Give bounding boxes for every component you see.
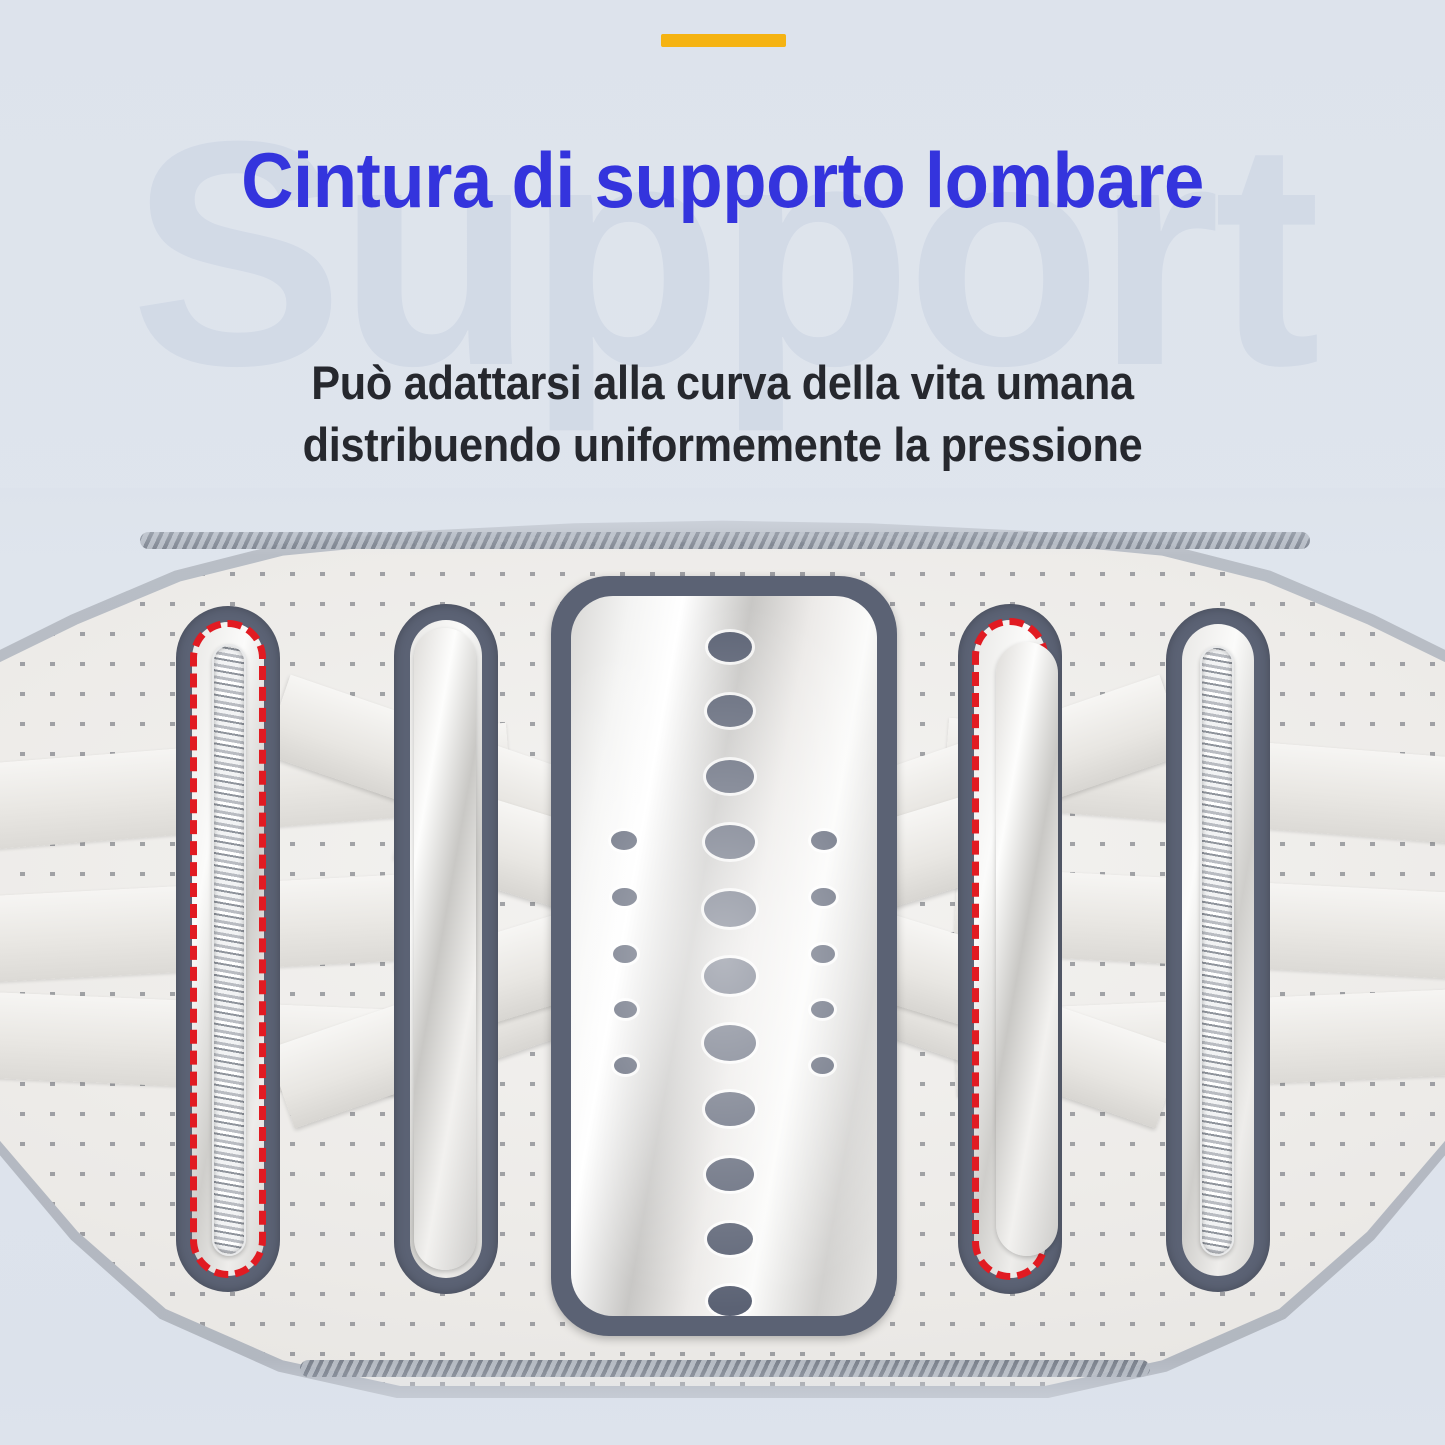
watermark-text: Support — [130, 74, 1320, 432]
header-section: Support Cintura di supporto lombare Può … — [0, 0, 1445, 500]
page-title: Cintura di supporto lombare — [241, 136, 1204, 224]
central-lumbar-plate — [571, 596, 877, 1316]
plate-hole-side-right — [811, 1001, 834, 1018]
central-plate-frame — [551, 576, 897, 1336]
spring-stay-left — [212, 644, 246, 1256]
plate-hole-side-left — [614, 1001, 637, 1018]
product-photo — [0, 488, 1445, 1445]
plate-hole-side-left — [613, 945, 637, 963]
accent-bar — [661, 34, 786, 47]
plate-hole-center — [708, 632, 752, 662]
flat-stay-left-inner — [414, 628, 476, 1270]
plate-hole-center — [704, 958, 756, 994]
plate-hole-side-left — [611, 831, 637, 850]
plate-hole-center — [705, 1092, 755, 1126]
spring-stay-right — [1200, 646, 1234, 1256]
plate-hole-center — [704, 891, 756, 927]
belt-top-serged-edge — [140, 532, 1310, 549]
subtitle: Può adattarsi alla curva della vita uman… — [58, 352, 1387, 476]
plate-hole-center — [706, 760, 754, 793]
plate-hole-center — [708, 1286, 752, 1316]
subtitle-line-1: Può adattarsi alla curva della vita uman… — [311, 356, 1134, 409]
plate-hole-side-right — [811, 888, 836, 906]
plate-hole-center — [707, 1223, 753, 1255]
plate-hole-center — [706, 1158, 754, 1191]
plate-hole-center — [704, 1025, 756, 1061]
subtitle-line-2: distribuendo uniformemente la pressione — [302, 418, 1143, 472]
plate-hole-center — [707, 695, 753, 727]
plate-hole-side-right — [811, 831, 837, 850]
plate-hole-side-right — [811, 945, 835, 963]
belt-bottom-serged-edge — [300, 1360, 1150, 1377]
plate-hole-side-right — [811, 1057, 834, 1074]
plate-hole-side-left — [612, 888, 637, 906]
flat-stay-right-inner — [996, 642, 1058, 1256]
plate-hole-center — [705, 825, 755, 859]
plate-hole-side-left — [614, 1057, 637, 1074]
